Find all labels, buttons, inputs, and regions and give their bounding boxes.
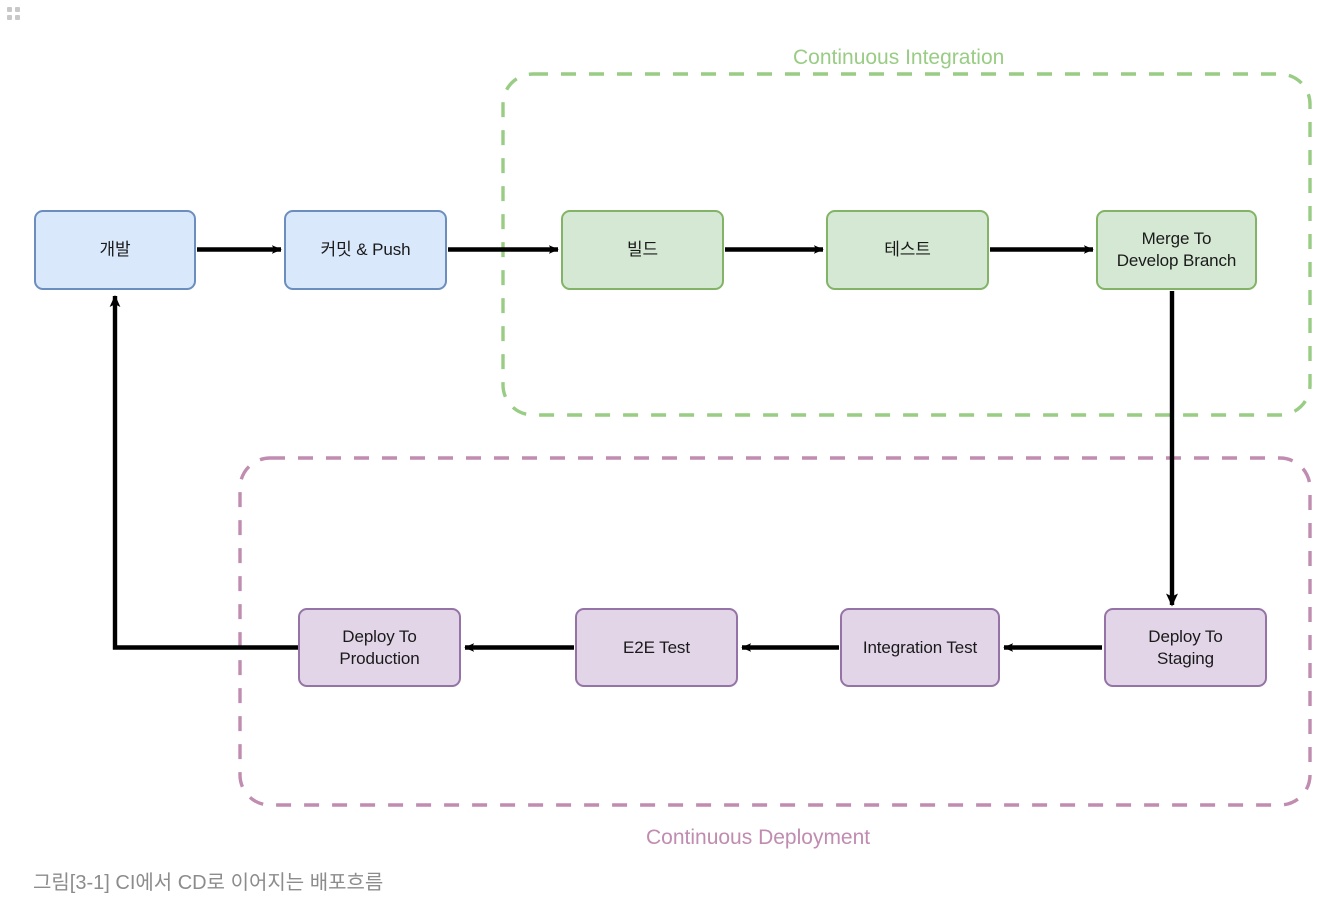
node-merge-line-1: Merge To: [1141, 229, 1212, 249]
drag-dot: [15, 15, 20, 20]
group-continuous-integration-border: [501, 72, 1312, 417]
node-dev-label: 개발: [99, 240, 131, 260]
node-test[interactable]: 테스트: [826, 210, 989, 290]
node-build[interactable]: 빌드: [561, 210, 724, 290]
node-deploy-prod-line-2: Production: [339, 648, 420, 668]
node-integration-test[interactable]: Integration Test: [840, 608, 1000, 687]
edge-prod-to-dev: [109, 295, 298, 650]
drag-dot: [7, 15, 12, 20]
node-commit-label: 커밋 & Push: [320, 240, 411, 260]
group-label-continuous-integration: Continuous Integration: [793, 46, 1005, 69]
node-deploy-to-staging[interactable]: Deploy To Staging: [1104, 608, 1267, 687]
node-e2e-label: E2E Test: [623, 637, 690, 657]
node-deploy-stg-line-2: Staging: [1157, 648, 1214, 668]
node-deploy-stg-line-1: Deploy To: [1148, 626, 1223, 646]
figure-caption: 그림[3-1] CI에서 CD로 이어지는 배포흐름: [33, 872, 384, 894]
node-deploy-to-production[interactable]: Deploy To Production: [298, 608, 461, 687]
node-integration-label: Integration Test: [862, 637, 978, 657]
node-merge-to-develop-branch[interactable]: Merge To Develop Branch: [1096, 210, 1257, 290]
node-commit[interactable]: 커밋 & Push: [284, 210, 447, 290]
group-continuous-deployment-border: [238, 456, 1312, 807]
node-dev[interactable]: 개발: [34, 210, 196, 290]
node-test-label: 테스트: [884, 240, 931, 260]
drag-dots-icon[interactable]: [7, 7, 21, 21]
group-label-continuous-deployment: Continuous Deployment: [646, 826, 871, 849]
node-merge-line-2: Develop Branch: [1116, 251, 1237, 270]
node-build-label: 빌드: [626, 240, 659, 260]
node-deploy-prod-line-1: Deploy To: [342, 626, 417, 646]
drag-dot: [7, 7, 12, 12]
node-e2e-test[interactable]: E2E Test: [575, 608, 738, 687]
drag-dot: [15, 7, 20, 12]
